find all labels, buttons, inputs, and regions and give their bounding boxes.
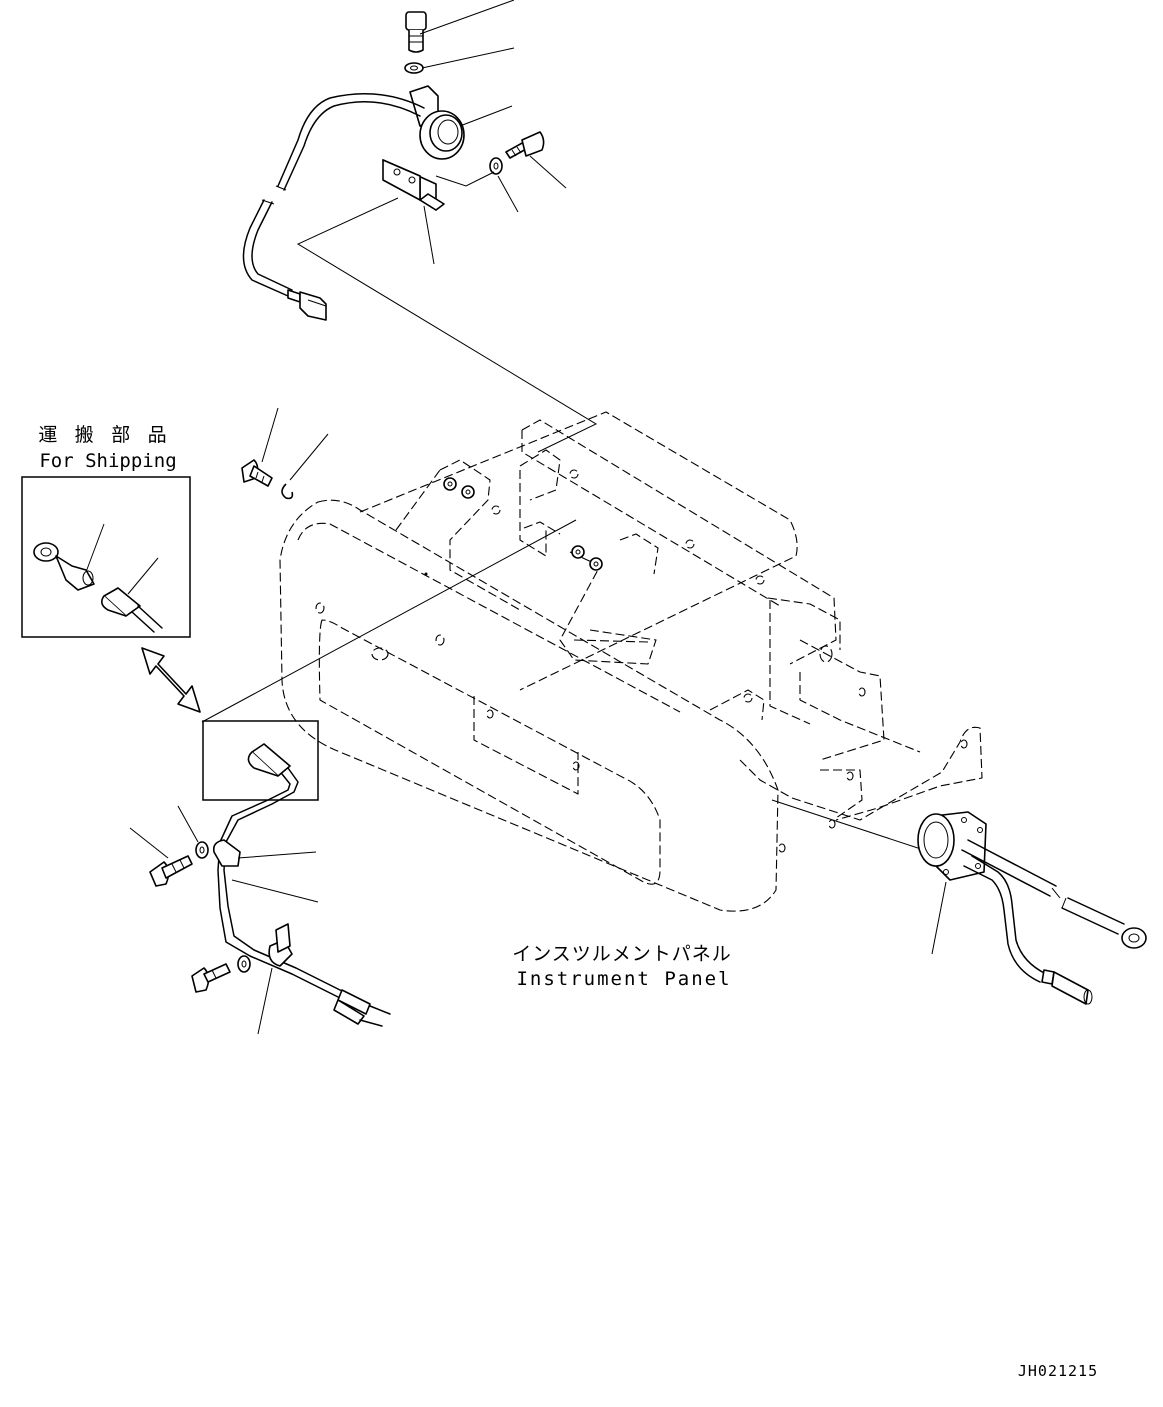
top-bolt xyxy=(405,11,427,53)
shipping-parts-box xyxy=(21,476,191,638)
switch-harness xyxy=(242,93,425,321)
panel-bolt xyxy=(241,459,273,487)
bottom-bolt xyxy=(191,963,231,993)
panel-holes xyxy=(315,469,968,853)
ring-terminal xyxy=(33,542,95,591)
switch-body xyxy=(409,85,465,160)
top-washer xyxy=(404,62,424,74)
panel-label-en: Instrument Panel xyxy=(516,968,731,990)
mounting-bracket xyxy=(382,159,445,211)
right-connector-harness xyxy=(771,799,1147,1005)
detail-plug xyxy=(219,743,299,843)
side-bolt xyxy=(505,131,545,159)
lower-left-washer xyxy=(195,841,209,859)
instrument-panel xyxy=(201,407,983,912)
plug-connector xyxy=(100,587,163,633)
top-switch-assembly xyxy=(242,0,598,453)
shipping-label-en: For Shipping xyxy=(39,450,176,472)
flange-connector xyxy=(917,811,987,881)
side-washer xyxy=(489,157,503,175)
ring-terminal-right xyxy=(1121,927,1147,949)
panel-washer xyxy=(281,483,294,500)
panel-label-jp: インスツルメントパネル xyxy=(512,943,732,965)
double-arrow-icon xyxy=(141,647,201,713)
drawing-number: JH021215 xyxy=(1018,1362,1098,1380)
shipping-label-jp: 運 搬 部 品 xyxy=(38,424,169,446)
bottom-washer xyxy=(237,955,251,973)
panel-nuts xyxy=(443,477,603,571)
connector-detail-box xyxy=(202,720,319,801)
lower-left-bolt xyxy=(149,855,193,887)
lower-left-harness xyxy=(129,720,391,1035)
shipping-parts-group: 運 搬 部 品 For Shipping xyxy=(21,424,201,713)
upper-clamp xyxy=(212,839,241,867)
